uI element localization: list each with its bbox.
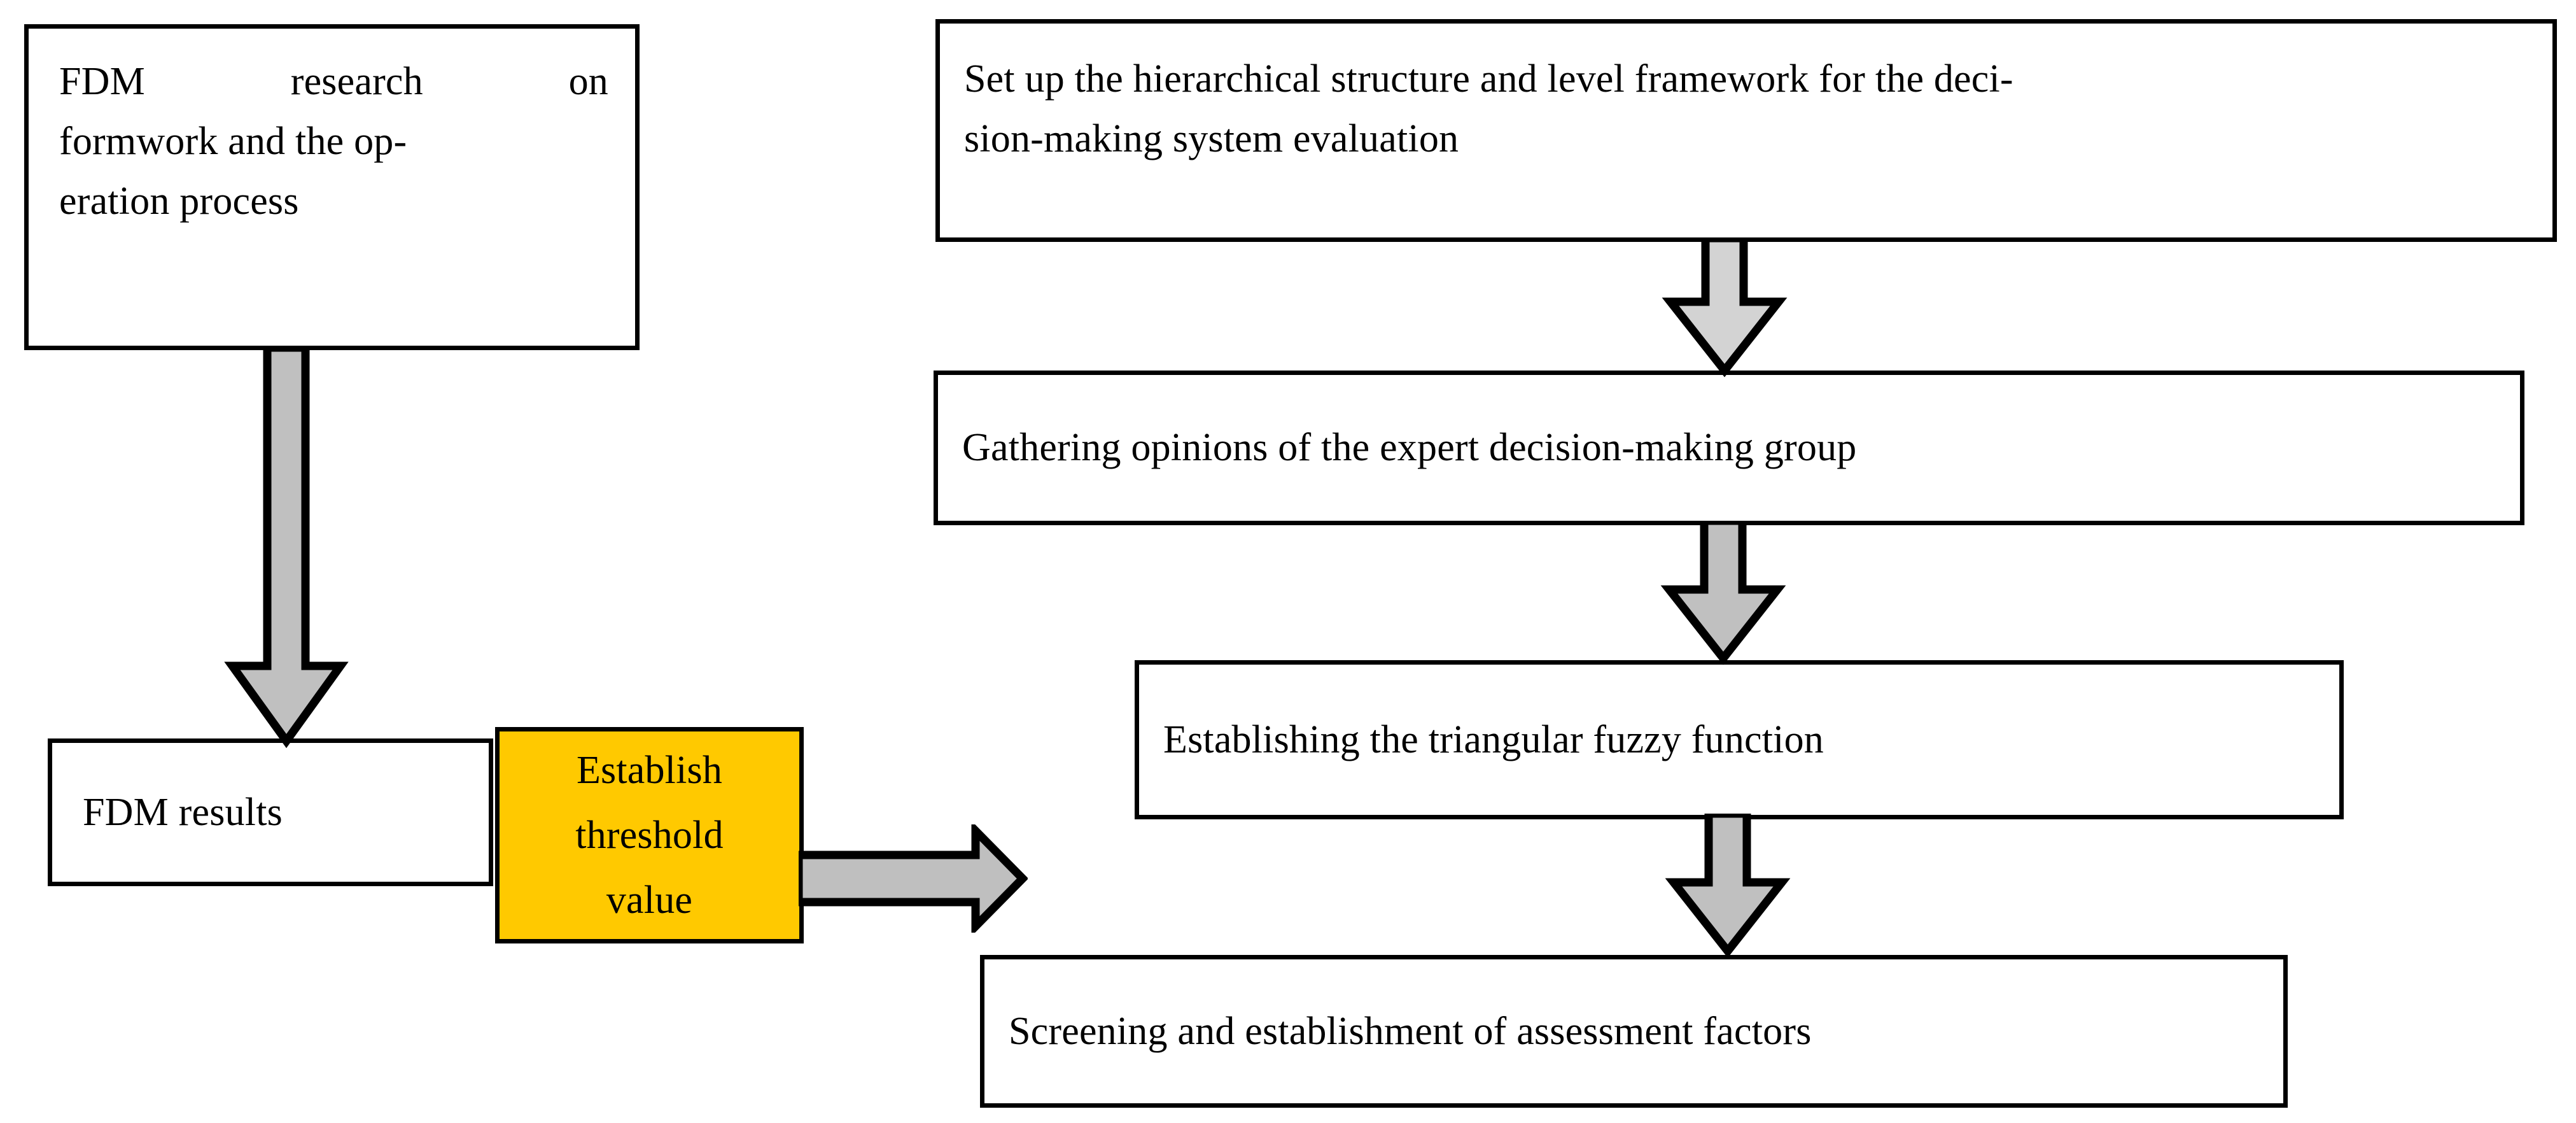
node-screening-assessment[interactable]: Screening and establishment of assessmen… — [980, 955, 2288, 1108]
node-hierarchical-structure-line-1: Set up the hierarchical structure and le… — [964, 57, 2013, 101]
node-fdm-research-label: FDM research on formwork and the op- era… — [29, 29, 635, 232]
node-gathering-opinions-label: Gathering opinions of the expert decisio… — [962, 426, 1857, 470]
node-fdm-results[interactable]: FDM results — [48, 738, 493, 886]
node-establish-threshold-line-2: value — [606, 879, 693, 922]
node-hierarchical-structure-line-2: sion-making system evaluation — [964, 117, 1459, 161]
node-establish-threshold-line-1: Establish threshold — [575, 748, 724, 857]
node-triangular-fuzzy-label: Establishing the triangular fuzzy functi… — [1163, 717, 1824, 761]
node-fdm-research-line-3: eration process — [59, 180, 299, 223]
arrow-down-fdm-research-to-fdm-results — [210, 348, 363, 749]
node-fdm-research[interactable]: FDM research on formwork and the op- era… — [24, 24, 640, 350]
node-triangular-fuzzy[interactable]: Establishing the triangular fuzzy functi… — [1135, 660, 2344, 819]
node-hierarchical-structure[interactable]: Set up the hierarchical structure and le… — [935, 19, 2557, 242]
node-screening-assessment-label: Screening and establishment of assessmen… — [1009, 1009, 1812, 1053]
arrow-down-hierarchical-to-gathering — [1648, 238, 1801, 378]
node-establish-threshold-label: Establish threshold value — [500, 738, 799, 933]
arrow-down-triangular-fuzzy-to-screening — [1651, 814, 1804, 959]
node-hierarchical-structure-label: Set up the hierarchical structure and le… — [940, 24, 2552, 169]
arrow-down-gathering-to-triangular-fuzzy — [1647, 521, 1800, 666]
node-gathering-opinions[interactable]: Gathering opinions of the expert decisio… — [934, 371, 2524, 525]
node-fdm-results-label: FDM results — [83, 790, 283, 834]
arrow-right-threshold-to-triangular-fuzzy — [799, 824, 1028, 933]
node-establish-threshold[interactable]: Establish threshold value — [495, 727, 804, 943]
node-fdm-research-line-1: FDM research on — [59, 60, 608, 103]
node-fdm-research-line-2: formwork and the op- — [59, 120, 407, 164]
